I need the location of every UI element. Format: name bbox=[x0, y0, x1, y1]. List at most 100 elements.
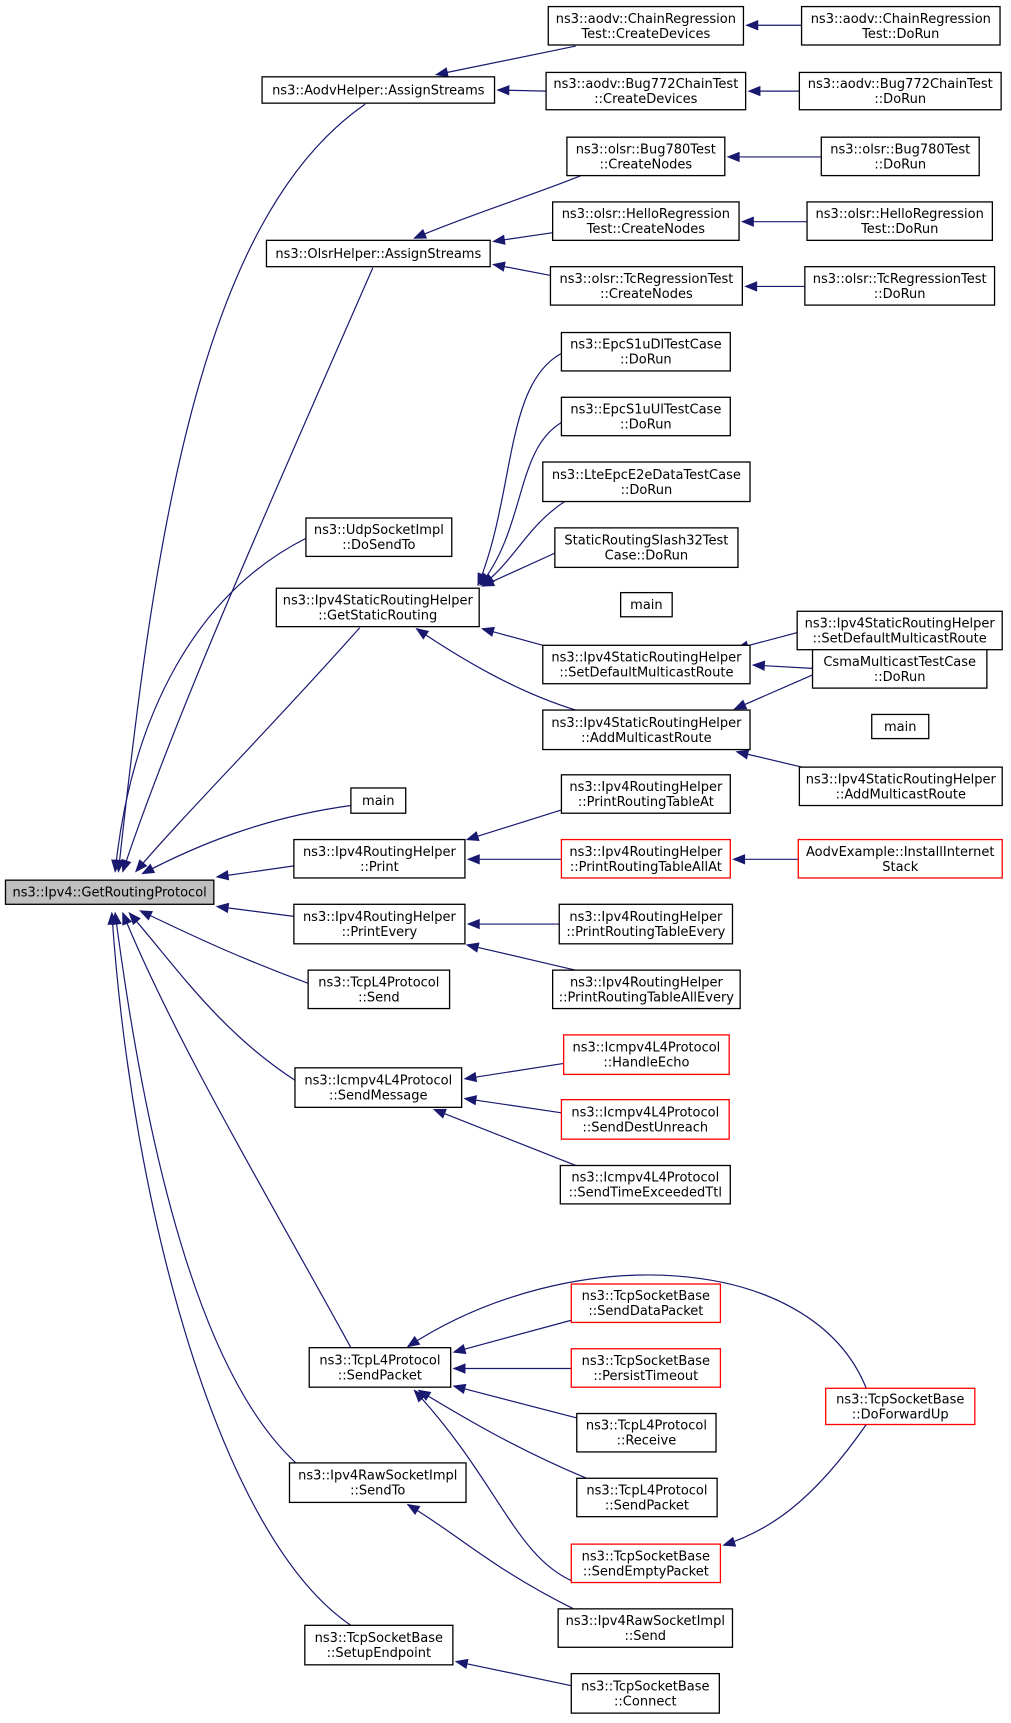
edge-olsrHelloDo-to-olsrHelloCN bbox=[740, 216, 807, 227]
node-label-line: AodvExample::InstallInternet bbox=[806, 845, 994, 860]
node-label-line: ns3::Ipv4RoutingHelper bbox=[303, 910, 457, 925]
node-aodvAssign[interactable]: ns3::AodvHelper::AssignStreams bbox=[261, 76, 496, 104]
node-epcUl[interactable]: ns3::EpcS1uUlTestCase::DoRun bbox=[560, 396, 731, 437]
node-label-line: ns3::Ipv4StaticRoutingHelper bbox=[805, 616, 996, 631]
node-olsrBugCN[interactable]: ns3::olsr::Bug780Test::CreateNodes bbox=[566, 136, 726, 177]
node-label-line: Test::CreateDevices bbox=[580, 27, 710, 42]
node-tsbConnect[interactable]: ns3::TcpSocketBase::Connect bbox=[570, 1672, 720, 1714]
node-label-line: ns3::olsr::TcRegressionTest bbox=[559, 272, 733, 287]
node-rhPrintAllAt[interactable]: ns3::Ipv4RoutingHelper::PrintRoutingTabl… bbox=[560, 838, 731, 879]
edge-tsbForward-to-tcpL4SendPkt bbox=[406, 1275, 866, 1388]
edge-rhPRTAllEvery-to-rhPrintEvery bbox=[465, 942, 576, 970]
edge-tsbConnect-to-tsbSetup bbox=[454, 1658, 571, 1685]
node-udpDoSend[interactable]: ns3::UdpSocketImpl::DoSendTo bbox=[305, 517, 453, 558]
node-olsrTcCN[interactable]: ns3::olsr::TcRegressionTest::CreateNodes bbox=[549, 266, 744, 306]
node-label-line: ns3::Ipv4RoutingHelper bbox=[570, 975, 724, 990]
node-tcpL4Recv[interactable]: ns3::TcpL4Protocol::Receive bbox=[576, 1412, 717, 1453]
node-label-line: ::GetStaticRouting bbox=[318, 608, 437, 623]
node-rhPRTEvery[interactable]: ns3::Ipv4RoutingHelper::PrintRoutingTabl… bbox=[558, 903, 734, 945]
node-main3[interactable]: main bbox=[350, 787, 407, 814]
node-tsbSendData[interactable]: ns3::TcpSocketBase::SendDataPacket bbox=[570, 1283, 722, 1324]
node-label-line: ::Send bbox=[358, 990, 400, 1005]
node-tsbPersist[interactable]: ns3::TcpSocketBase::PersistTimeout bbox=[570, 1348, 722, 1388]
node-label-line: Stack bbox=[882, 860, 918, 875]
edge-olsrTcCN-to-olsrAssign bbox=[491, 261, 550, 275]
node-label-line: ::SendPacket bbox=[605, 1498, 689, 1513]
node-tcpL4SendPkt2[interactable]: ns3::TcpL4Protocol::SendPacket bbox=[576, 1477, 718, 1518]
node-label-line: ::PrintRoutingTableAllAt bbox=[570, 860, 722, 875]
node-label-line: Test::DoRun bbox=[861, 27, 939, 42]
node-label-line: ns3::Ipv4RoutingHelper bbox=[569, 780, 723, 795]
node-setDefMC2[interactable]: ns3::Ipv4StaticRoutingHelper::SetDefault… bbox=[796, 610, 1003, 651]
node-rhPrintEvery[interactable]: ns3::Ipv4RoutingHelper::PrintEvery bbox=[293, 903, 466, 945]
node-rhPRTAllEvery[interactable]: ns3::Ipv4RoutingHelper::PrintRoutingTabl… bbox=[552, 969, 741, 1010]
node-label-line: ns3::Ipv4StaticRoutingHelper bbox=[283, 593, 474, 608]
node-tcpL4SendPkt[interactable]: ns3::TcpL4Protocol::SendPacket bbox=[308, 1347, 452, 1388]
node-label-line: ns3::OlsrHelper::AssignStreams bbox=[275, 247, 481, 262]
node-label-line: ns3::Ipv4StaticRoutingHelper bbox=[551, 651, 742, 666]
node-epcDl[interactable]: ns3::EpcS1uDlTestCase::DoRun bbox=[560, 331, 731, 372]
edge-rawSend-to-rawSendTo bbox=[406, 1503, 576, 1610]
node-tcpL4Send[interactable]: ns3::TcpL4Protocol::Send bbox=[307, 969, 451, 1010]
node-label-line: main bbox=[362, 794, 394, 809]
node-tsbSetup[interactable]: ns3::TcpSocketBase::SetupEndpoint bbox=[304, 1624, 454, 1666]
node-label-line: ::DoRun bbox=[620, 353, 672, 368]
edge-aodvBugDo-to-aodvBugCD bbox=[747, 85, 799, 97]
node-setDefMC[interactable]: ns3::Ipv4StaticRoutingHelper::SetDefault… bbox=[542, 644, 751, 685]
node-label-line: ::SendDataPacket bbox=[588, 1304, 703, 1319]
node-label-line: ::SendEmptyPacket bbox=[583, 1564, 709, 1579]
node-getStatic[interactable]: ns3::Ipv4StaticRoutingHelper::GetStaticR… bbox=[275, 587, 480, 628]
node-lteEpc[interactable]: ns3::LteEpcE2eDataTestCase::DoRun bbox=[542, 461, 751, 503]
node-main1[interactable]: main bbox=[619, 591, 673, 618]
node-tsbEmpty[interactable]: ns3::TcpSocketBase::SendEmptyPacket bbox=[570, 1543, 722, 1584]
node-label-line: ns3::aodv::Bug772ChainTest bbox=[553, 77, 738, 92]
edge-tcpL4Send-to-root bbox=[139, 910, 308, 983]
node-olsrHelloCN[interactable]: ns3::olsr::HelloRegressionTest::CreateNo… bbox=[552, 201, 740, 241]
node-olsrBugDo[interactable]: ns3::olsr::Bug780Test::DoRun bbox=[820, 136, 980, 177]
node-tsbForward[interactable]: ns3::TcpSocketBase::DoForwardUp bbox=[825, 1387, 976, 1426]
node-label-line: ns3::AodvHelper::AssignStreams bbox=[272, 83, 485, 98]
node-label-line: ns3::TcpSocketBase bbox=[582, 1289, 710, 1304]
node-rawSendTo[interactable]: ns3::Ipv4RawSocketImpl::SendTo bbox=[288, 1462, 467, 1504]
node-label-line: ns3::TcpSocketBase bbox=[836, 1392, 964, 1407]
node-label-line: Test::DoRun bbox=[860, 222, 938, 237]
node-label-line: Case::DoRun bbox=[605, 549, 688, 564]
node-icmpEcho[interactable]: ns3::Icmpv4L4Protocol::HandleEcho bbox=[562, 1034, 730, 1076]
node-olsrTcDo[interactable]: ns3::olsr::TcRegressionTest::DoRun bbox=[804, 266, 996, 306]
node-label-line: CsmaMulticastTestCase bbox=[823, 655, 976, 670]
edge-olsrBugCN-to-olsrAssign bbox=[413, 176, 581, 239]
node-rhPrint[interactable]: ns3::Ipv4RoutingHelper::Print bbox=[293, 838, 466, 879]
node-aodvBugCD[interactable]: ns3::aodv::Bug772ChainTest::CreateDevice… bbox=[545, 71, 747, 111]
edge-csma-to-addMC bbox=[733, 675, 813, 709]
node-addMC2[interactable]: ns3::Ipv4StaticRoutingHelper::AddMultica… bbox=[798, 766, 1003, 807]
node-label-line: ns3::Icmpv4L4Protocol bbox=[572, 1041, 720, 1056]
node-label-line: ns3::EpcS1uDlTestCase bbox=[570, 338, 721, 353]
node-icmpTtl[interactable]: ns3::Icmpv4L4Protocol::SendTimeExceededT… bbox=[559, 1164, 731, 1205]
node-aodvChainCD[interactable]: ns3::aodv::ChainRegressionTest::CreateDe… bbox=[547, 5, 745, 46]
edge-setDefMC-to-getStatic bbox=[481, 626, 542, 645]
node-label-line: ::PrintEvery bbox=[342, 925, 418, 940]
node-main2[interactable]: main bbox=[871, 713, 930, 740]
node-rawSend[interactable]: ns3::Ipv4RawSocketImpl::Send bbox=[557, 1608, 734, 1648]
node-label-line: ns3::Icmpv4L4Protocol bbox=[304, 1074, 452, 1089]
node-root[interactable]: ns3::Ipv4::GetRoutingProtocol bbox=[4, 879, 215, 905]
node-label-line: ::DoSendTo bbox=[342, 538, 415, 553]
edge-olsrHelloCN-to-olsrAssign bbox=[491, 233, 552, 245]
edge-epcUl-to-getStatic bbox=[479, 423, 561, 587]
node-icmpSendMsg[interactable]: ns3::Icmpv4L4Protocol::SendMessage bbox=[294, 1067, 463, 1108]
node-rhPrintAt[interactable]: ns3::Ipv4RoutingHelper::PrintRoutingTabl… bbox=[560, 774, 731, 814]
node-label-line: ns3::TcpSocketBase bbox=[582, 1354, 710, 1369]
node-olsrAssign[interactable]: ns3::OlsrHelper::AssignStreams bbox=[265, 239, 491, 268]
node-aodvBugDo[interactable]: ns3::aodv::Bug772ChainTest::DoRun bbox=[798, 71, 1002, 111]
edge-main1-to-root bbox=[141, 806, 351, 875]
node-icmpDest[interactable]: ns3::Icmpv4L4Protocol::SendDestUnreach bbox=[560, 1098, 730, 1140]
node-label-line: ns3::Ipv4RawSocketImpl bbox=[298, 1469, 457, 1484]
edge-olsrTcDo-to-olsrTcCN bbox=[744, 281, 805, 292]
node-addMC[interactable]: ns3::Ipv4StaticRoutingHelper::AddMultica… bbox=[542, 709, 751, 751]
node-csma[interactable]: CsmaMulticastTestCase::DoRun bbox=[811, 649, 988, 689]
node-label-line: ::DoRun bbox=[621, 483, 673, 498]
